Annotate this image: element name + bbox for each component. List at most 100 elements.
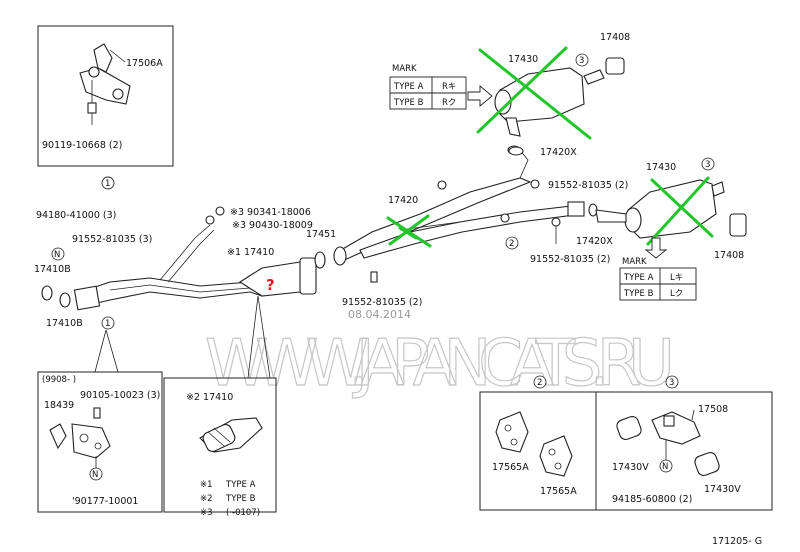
legend: ※1 TYPE A ※2 TYPE B ※3 ( -0107) — [200, 480, 260, 518]
svg-text:1: 1 — [105, 179, 110, 189]
tail-tip-17408-right — [729, 213, 747, 237]
callout-2-pipe — [505, 236, 519, 250]
svg-text:3: 3 — [705, 160, 710, 170]
label-17420x-a: 17420X — [540, 147, 577, 158]
svg-text:(9908- ): (9908- ) — [42, 375, 76, 385]
label-17410b-a: 17410B — [34, 264, 71, 275]
svg-text:MARK: MARK — [392, 64, 417, 74]
label-17410-main: ※1 17410 — [227, 247, 274, 258]
label-91552-a: 91552-81035 (3) — [72, 234, 152, 245]
label-17410-detail: ※2 17410 — [186, 392, 233, 403]
label-17408-right: 17408 — [714, 250, 744, 261]
callout-1-pipe — [101, 316, 115, 330]
svg-text:N: N — [54, 250, 60, 260]
label-17508: 17508 — [698, 404, 728, 415]
strike-x-top-muffler — [478, 48, 592, 140]
svg-text:TYPE A: TYPE A — [393, 82, 424, 92]
center-pipe-17420 — [333, 145, 583, 266]
document-code: 171205- G — [712, 536, 762, 547]
label-18439: 18439 — [44, 400, 74, 411]
callout-2-box — [533, 375, 547, 389]
gasket-icon — [41, 285, 53, 301]
label-91552-d: 91552-81035 (2) — [530, 254, 610, 265]
bolt-icon — [530, 179, 540, 189]
catalytic-converter-17410: ? — [238, 257, 317, 297]
svg-text:※1: ※1 — [200, 480, 213, 490]
rubber-hanger-icon — [539, 435, 573, 477]
callout-3-box — [665, 375, 679, 389]
question-mark: ? — [266, 276, 275, 294]
svg-text:MARK: MARK — [622, 257, 647, 267]
svg-text:※2: ※2 — [200, 494, 213, 504]
svg-text:Rク: Rク — [442, 98, 456, 108]
svg-text:N: N — [662, 462, 668, 472]
bolt-icon — [500, 213, 510, 223]
svg-text:2: 2 — [509, 239, 514, 249]
svg-text:2: 2 — [537, 378, 542, 388]
label-17420x-b: 17420X — [576, 236, 613, 247]
callout-1-top — [101, 176, 115, 190]
nut-icon — [215, 206, 225, 216]
watermark-date: 08.04.2014 — [348, 308, 411, 321]
inset-bracket-17506a: 17506A 90119-10668 (2) 1 — [37, 25, 174, 190]
svg-text:N: N — [92, 470, 98, 480]
tail-tip-17408-top — [605, 57, 625, 75]
gasket-17451-icon — [314, 251, 326, 269]
svg-text:( -0107): ( -0107) — [226, 508, 260, 518]
inset-17410-type-b: ※2 17410 — [163, 377, 277, 513]
svg-text:Lキ: Lキ — [670, 273, 683, 283]
watermark: WWW.JAPANCATS.RU — [205, 327, 675, 401]
label-17451: 17451 — [306, 229, 336, 240]
rubber-hanger-icon — [495, 411, 529, 453]
bolt-icon — [370, 271, 378, 283]
label-17430v-1: 17430V — [612, 462, 649, 473]
svg-text:3: 3 — [579, 56, 584, 66]
label-17410b-b: 17410B — [46, 318, 83, 329]
svg-text:1: 1 — [105, 319, 110, 329]
callout-3-right — [701, 157, 715, 171]
label-17420: 17420 — [388, 195, 418, 206]
mark-table-top: MARK TYPE A Rキ TYPE B Rク — [389, 64, 493, 110]
bolt-icon — [551, 217, 561, 227]
svg-text:Lク: Lク — [670, 289, 683, 299]
inset-mounts: 2 3 17565A 17565A 17508 17430V N 17430V … — [479, 375, 773, 511]
svg-text:3: 3 — [669, 378, 674, 388]
callout-3-top — [575, 53, 589, 67]
label-17430-right: 17430 — [646, 162, 676, 173]
inset-9908: (9908- ) 18439 90105-10023 (3) N '90177-… — [37, 371, 163, 513]
label-91552-b: 91552-81035 (2) — [342, 297, 422, 308]
label-90177: '90177-10001 — [72, 496, 138, 507]
label-17430-top: 17430 — [508, 54, 538, 65]
nut-icon — [205, 215, 215, 225]
label-90105: 90105-10023 (3) — [80, 390, 160, 401]
label-94180: 94180-41000 (3) — [36, 210, 116, 221]
label-17565a-1: 17565A — [492, 462, 529, 473]
label-17506a: 17506A — [126, 58, 163, 69]
label-17565a-2: 17565A — [540, 486, 577, 497]
svg-text:TYPE A: TYPE A — [623, 273, 654, 283]
nut-n-icon — [89, 467, 103, 481]
label-91552-c: 91552-81035 (2) — [548, 180, 628, 191]
svg-text:TYPE B: TYPE B — [225, 494, 256, 504]
label-90341: ※3 90341-18006 — [230, 207, 311, 218]
svg-text:TYPE B: TYPE B — [393, 98, 424, 108]
svg-text:※3: ※3 — [200, 508, 213, 518]
gasket-17430v-icon — [694, 451, 720, 477]
bolt-icon — [437, 180, 447, 190]
svg-text:Rキ: Rキ — [442, 82, 456, 92]
nut-n-icon — [51, 247, 65, 261]
label-90430: ※3 90430-18009 — [232, 220, 313, 231]
label-90119: 90119-10668 (2) — [42, 140, 122, 151]
mark-table-right: MARK TYPE A Lキ TYPE B Lク — [619, 237, 697, 301]
nut-n-icon — [659, 459, 673, 473]
label-17408-top: 17408 — [600, 32, 630, 43]
gasket-17430v-icon — [616, 415, 642, 441]
gasket-17420x-top-icon — [508, 146, 524, 156]
label-94185: 94185-60800 (2) — [612, 494, 692, 505]
svg-text:TYPE A: TYPE A — [225, 480, 256, 490]
label-17430v-2: 17430V — [704, 484, 741, 495]
svg-text:TYPE B: TYPE B — [623, 289, 654, 299]
flange-icon — [567, 201, 585, 217]
gasket-icon — [59, 292, 71, 308]
